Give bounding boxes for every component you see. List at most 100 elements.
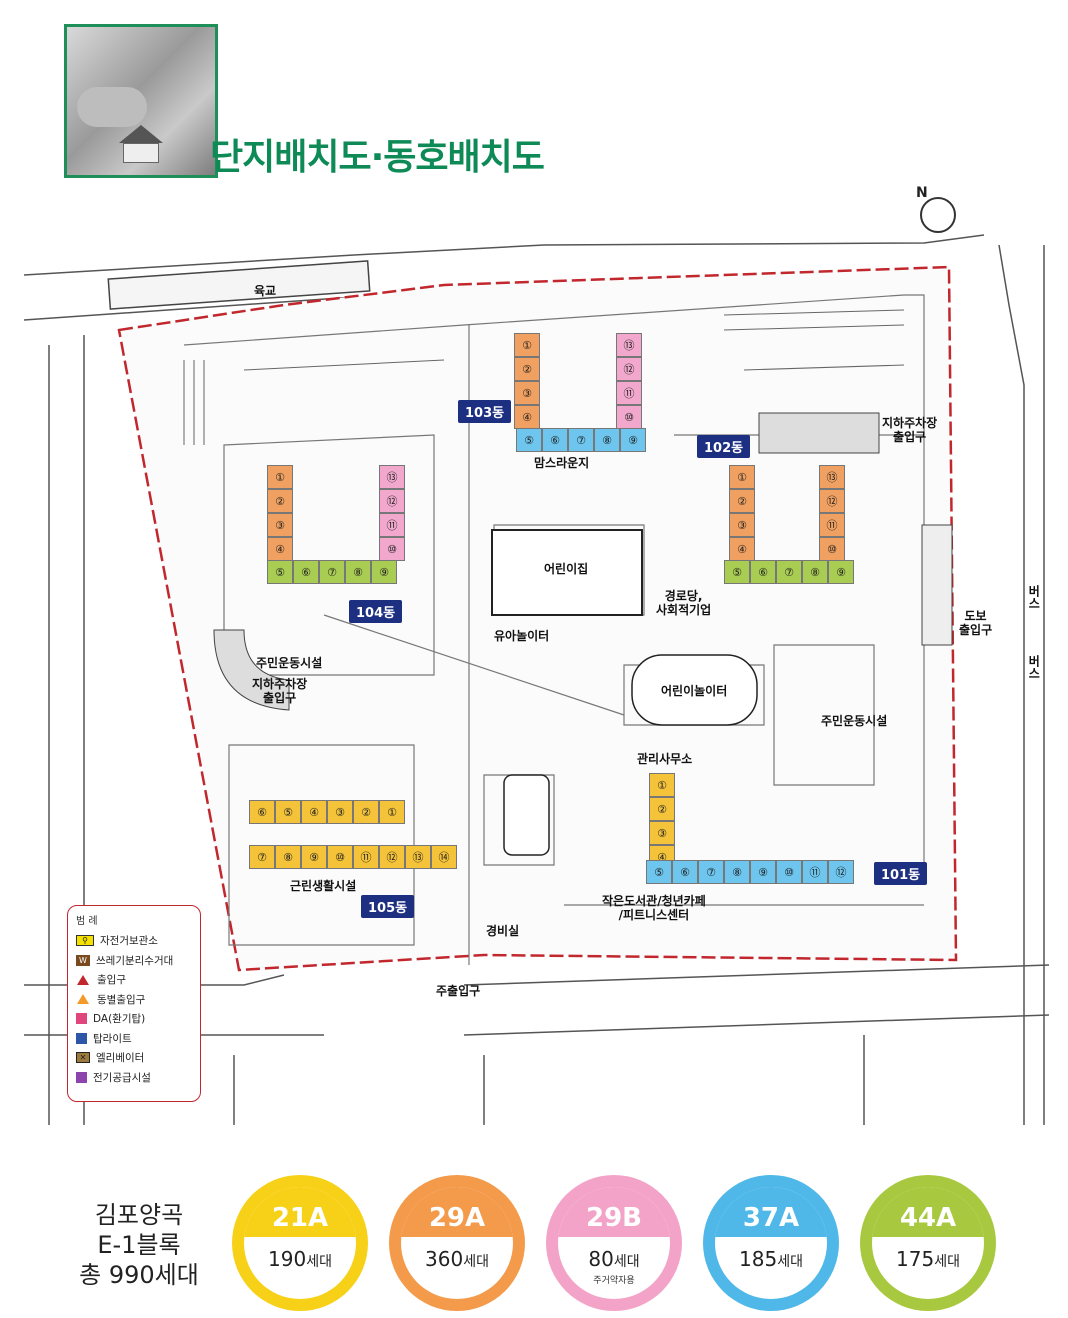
unit-type-count: 175세대	[872, 1247, 984, 1271]
unit-type-name: 44A	[872, 1187, 984, 1237]
parking-entrance-east-label: 지하주차장 출입구	[882, 416, 938, 444]
walk-entrance-label: 도보 출입구	[959, 609, 993, 637]
unit-cell: ②	[729, 489, 755, 513]
unit-cell: ①	[729, 465, 755, 489]
unit-cell: ④	[267, 537, 293, 561]
unit-cell: ⑧	[802, 560, 828, 584]
unit-cell: ⑥	[542, 428, 568, 452]
neighborhood-facility-label: 근린생활시설	[290, 879, 357, 893]
unit-count-suffix: 세대	[613, 1254, 640, 1270]
building-104-tag: 104동	[349, 600, 403, 623]
complex-summary: 김포양곡 E-1블록 총 990세대	[64, 1200, 214, 1290]
unit-count-suffix: 세대	[306, 1254, 332, 1270]
unit-cell: ⑤	[275, 800, 301, 824]
bus-label-2: 버스	[1026, 655, 1041, 679]
unit-cell: ⑥	[750, 560, 776, 584]
unit-type-note: 주거약자용	[593, 1276, 635, 1286]
unit-cell: ⑫	[819, 489, 845, 513]
unit-cell: ⑥	[293, 560, 319, 584]
house-model-body	[123, 143, 159, 163]
legend-item: 출입구	[76, 970, 192, 990]
unit-count-number: 80	[588, 1247, 614, 1271]
unit-cell: ⑧	[345, 560, 371, 584]
management-office-label: 관리사무소	[637, 752, 693, 766]
unit-cell: ①	[379, 800, 405, 824]
unit-cell: ⑨	[301, 845, 327, 869]
summary-line-1: 김포양곡	[94, 1201, 184, 1229]
mom-lounge-label: 맘스라운지	[534, 456, 590, 470]
unit-cell: ⑬	[379, 465, 405, 489]
legend-item: 탑라이트	[76, 1029, 192, 1049]
overpass-label: 육교	[254, 284, 277, 298]
unit-cell: ⑪	[802, 860, 828, 884]
unit-cell: ⑧	[275, 845, 301, 869]
parking-entrance-west-label: 지하주차장 출입구	[252, 677, 308, 705]
unit-cell: ①	[267, 465, 293, 489]
legend-item: 동별출입구	[76, 990, 192, 1010]
unit-cell: ⑫	[616, 357, 642, 381]
unit-count-suffix: 세대	[463, 1254, 489, 1270]
waste-icon: W	[76, 954, 90, 966]
kids-playground-label: 어린이놀이터	[661, 684, 728, 698]
unit-cell: ⑬	[616, 333, 642, 357]
summary-line-3: 총 990세대	[79, 1261, 199, 1289]
unit-cell: ②	[353, 800, 379, 824]
unit-cell: ②	[514, 357, 540, 381]
unit-count-number: 185	[739, 1247, 778, 1271]
unit-cell: ⑧	[594, 428, 620, 452]
unit-type-name: 29B	[558, 1187, 670, 1237]
unit-cell: ⑤	[724, 560, 750, 584]
unit-cell: ⑥	[249, 800, 275, 824]
unit-count-number: 175	[896, 1247, 935, 1271]
legend-item-label: 자전거보관소	[100, 935, 158, 948]
guard-room-label: 경비실	[486, 924, 520, 938]
toddler-playground-label: 유아놀이터	[494, 629, 550, 643]
unit-type-name: 29A	[401, 1187, 513, 1237]
legend-item-label: 전기공급시설	[93, 1071, 151, 1084]
compass-label: N	[916, 185, 928, 201]
unit-cell: ④	[301, 800, 327, 824]
unit-cell: ④	[514, 405, 540, 429]
building-102-tag: 102동	[697, 435, 751, 458]
unit-cell: ②	[649, 797, 675, 821]
unit-cell: ⑤	[267, 560, 293, 584]
unit-cell: ③	[327, 800, 353, 824]
square-icon	[76, 1071, 87, 1083]
unit-cell: ⑤	[516, 428, 542, 452]
unit-cell: ③	[514, 381, 540, 405]
unit-cell: ⑦	[698, 860, 724, 884]
fitness-east-label: 주민운동시설	[821, 714, 888, 728]
legend-item-label: DA(환기탑)	[93, 1013, 146, 1026]
unit-cell: ③	[649, 821, 675, 845]
unit-cell: ⑦	[249, 845, 275, 869]
elevator-icon: ✕	[76, 1052, 90, 1064]
legend-item: 전기공급시설	[76, 1068, 192, 1088]
house-model-icon	[119, 125, 163, 143]
page-title: 단지배치도·동호배치도	[210, 137, 545, 178]
building-101-tag: 101동	[874, 862, 928, 885]
unit-cell: ⑦	[568, 428, 594, 452]
unit-cell: ⑧	[724, 860, 750, 884]
unit-cell: ①	[514, 333, 540, 357]
bicycle-icon: ⚲	[76, 935, 94, 947]
unit-cell: ⑦	[319, 560, 345, 584]
unit-cell: ③	[267, 513, 293, 537]
fitness-west-label: 주민운동시설	[256, 656, 323, 670]
